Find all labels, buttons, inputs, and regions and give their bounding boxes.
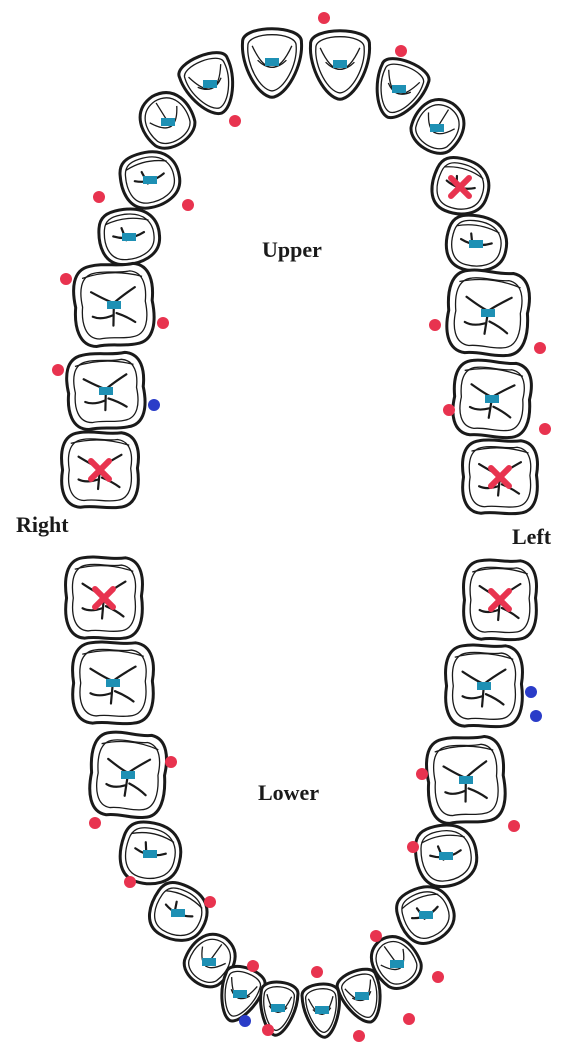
red-dot-marker xyxy=(52,364,64,376)
red-dot-marker xyxy=(165,756,177,768)
blue-dot-marker xyxy=(525,686,537,698)
sealant-marker xyxy=(122,233,136,241)
red-dot-marker xyxy=(247,960,259,972)
red-dot-marker xyxy=(407,841,419,853)
red-dot-marker xyxy=(416,768,428,780)
red-dot-marker xyxy=(157,317,169,329)
sealant-marker xyxy=(439,852,453,860)
tooth-lower-left-first-molar xyxy=(425,734,508,825)
tooth-upper-left-second-molar xyxy=(451,358,533,439)
tooth-lower-left-second-molar xyxy=(446,645,523,727)
upper-arch-label: Upper xyxy=(262,237,322,262)
tooth-upper-left-central-incisor xyxy=(310,31,369,100)
tooth-upper-left-first-premolar xyxy=(426,153,495,221)
sealant-marker xyxy=(143,850,157,858)
tooth-lower-right-third-molar xyxy=(66,557,143,639)
sealant-marker xyxy=(392,85,406,93)
tooth-lower-left-second-premolar xyxy=(411,820,481,891)
sealant-marker xyxy=(143,176,157,184)
tooth-lower-right-second-molar xyxy=(73,642,154,724)
sealant-marker xyxy=(477,682,491,690)
tooth-upper-right-second-molar xyxy=(65,350,147,431)
sealant-marker xyxy=(202,958,216,966)
red-dot-marker xyxy=(432,971,444,983)
red-dot-marker xyxy=(60,273,72,285)
red-dot-marker xyxy=(403,1013,415,1025)
blue-dot-marker xyxy=(530,710,542,722)
tooth-upper-left-second-premolar xyxy=(443,212,510,275)
sealant-marker xyxy=(99,387,113,395)
sealant-marker xyxy=(469,240,483,248)
tooth-upper-right-first-premolar xyxy=(115,145,186,213)
red-dot-marker xyxy=(318,12,330,24)
red-dot-marker xyxy=(429,319,441,331)
red-dot-marker xyxy=(204,896,216,908)
sealant-marker xyxy=(481,309,495,317)
red-dot-marker xyxy=(539,423,551,435)
sealant-marker xyxy=(459,776,473,784)
red-dot-marker xyxy=(443,404,455,416)
red-dot-marker xyxy=(182,199,194,211)
sealant-marker xyxy=(485,395,499,403)
sealant-marker xyxy=(161,118,175,126)
sealant-marker xyxy=(106,679,120,687)
red-dot-marker xyxy=(229,115,241,127)
blue-dot-marker xyxy=(148,399,160,411)
sealant-marker xyxy=(271,1004,285,1012)
sealant-marker xyxy=(171,909,185,917)
red-dot-marker xyxy=(353,1030,365,1042)
tooth-upper-left-first-molar xyxy=(445,268,532,357)
sealant-marker xyxy=(430,124,444,132)
red-dot-marker xyxy=(262,1024,274,1036)
right-side-label: Right xyxy=(16,512,69,537)
tooth-upper-right-third-molar xyxy=(62,432,139,508)
tooth-lower-right-first-molar xyxy=(88,730,169,819)
sealant-marker xyxy=(203,80,217,88)
sealant-marker xyxy=(315,1006,329,1014)
red-dot-marker xyxy=(311,966,323,978)
sealant-marker xyxy=(107,301,121,309)
sealant-marker xyxy=(355,992,369,1000)
sealant-marker xyxy=(419,911,433,919)
red-dot-marker xyxy=(534,342,546,354)
sealant-marker xyxy=(265,58,279,66)
tooth-upper-right-second-premolar xyxy=(96,205,163,268)
red-dot-marker xyxy=(124,876,136,888)
sealant-marker xyxy=(121,771,135,779)
sealant-marker xyxy=(333,60,347,68)
red-dot-marker xyxy=(93,191,105,203)
red-dot-marker xyxy=(89,817,101,829)
tooth-upper-left-third-molar xyxy=(463,440,538,514)
red-dot-marker xyxy=(395,45,407,57)
lower-arch-label: Lower xyxy=(258,780,319,805)
teeth-layer xyxy=(62,29,538,1040)
red-dot-marker xyxy=(370,930,382,942)
tooth-upper-right-central-incisor xyxy=(242,29,301,98)
red-dot-marker xyxy=(508,820,520,832)
tooth-upper-right-first-molar xyxy=(72,261,156,348)
sealant-marker xyxy=(390,960,404,968)
left-side-label: Left xyxy=(512,524,552,549)
blue-dot-marker xyxy=(239,1015,251,1027)
tooth-lower-left-third-molar xyxy=(464,560,537,640)
sealant-marker xyxy=(233,990,247,998)
